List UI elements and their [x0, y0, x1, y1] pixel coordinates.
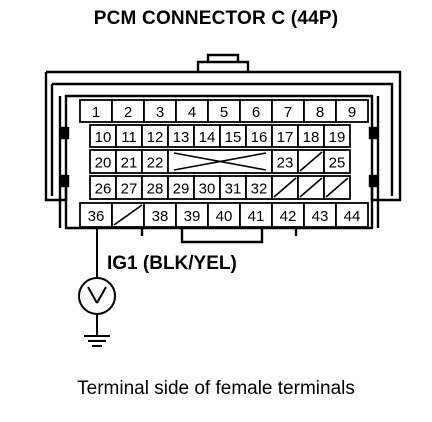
terminal-40: 40 — [207, 202, 241, 228]
svg-text:16: 16 — [251, 129, 268, 146]
svg-text:43: 43 — [312, 208, 329, 225]
terminal-17: 17 — [271, 124, 299, 148]
terminal-3: 3 — [143, 99, 177, 123]
svg-text:12: 12 — [147, 129, 164, 146]
terminal-7: 7 — [271, 99, 305, 123]
connector-housing — [44, 53, 402, 244]
terminal-27: 27 — [115, 175, 143, 200]
terminal-31: 31 — [219, 175, 247, 200]
svg-text:22: 22 — [147, 155, 164, 172]
svg-text:9: 9 — [348, 104, 356, 121]
terminal-empty — [271, 175, 299, 200]
svg-text:38: 38 — [152, 208, 169, 225]
terminal-empty — [323, 175, 351, 200]
svg-text:6: 6 — [252, 104, 260, 121]
terminal-42: 42 — [271, 202, 305, 228]
svg-text:20: 20 — [95, 155, 112, 172]
svg-text:19: 19 — [329, 129, 346, 146]
svg-text:44: 44 — [344, 208, 361, 225]
terminal-empty — [297, 175, 325, 200]
terminal-44: 44 — [335, 202, 369, 228]
terminal-26: 26 — [89, 175, 117, 200]
svg-text:32: 32 — [251, 181, 268, 198]
terminal-43: 43 — [303, 202, 337, 228]
terminal-16: 16 — [245, 124, 273, 148]
terminal-23: 23 — [271, 149, 299, 174]
svg-text:15: 15 — [225, 129, 242, 146]
terminal-18: 18 — [297, 124, 325, 148]
terminal-empty — [111, 202, 145, 228]
svg-text:2: 2 — [124, 104, 132, 121]
svg-text:40: 40 — [216, 208, 233, 225]
diagram-caption: Terminal side of female terminals — [77, 378, 355, 399]
terminal-20: 20 — [89, 149, 117, 174]
terminal-1: 1 — [79, 99, 113, 123]
test-circuit — [78, 228, 116, 347]
svg-text:11: 11 — [121, 129, 137, 146]
svg-text:10: 10 — [95, 129, 112, 146]
terminal-4: 4 — [175, 99, 209, 123]
terminal-28: 28 — [141, 175, 169, 200]
terminal-41: 41 — [239, 202, 273, 228]
svg-text:17: 17 — [277, 129, 294, 146]
svg-text:28: 28 — [147, 181, 164, 198]
terminal-12: 12 — [141, 124, 169, 148]
svg-text:3: 3 — [156, 104, 164, 121]
svg-text:27: 27 — [121, 181, 138, 198]
diagram-title: PCM CONNECTOR C (44P) — [93, 8, 339, 29]
terminal-9: 9 — [335, 99, 369, 123]
svg-text:30: 30 — [199, 181, 216, 198]
svg-text:29: 29 — [173, 181, 190, 198]
svg-text:13: 13 — [173, 129, 190, 146]
svg-text:42: 42 — [280, 208, 297, 225]
svg-text:1: 1 — [92, 104, 100, 121]
terminal-21: 21 — [115, 149, 143, 174]
svg-text:25: 25 — [329, 155, 346, 172]
terminal-36: 36 — [79, 202, 113, 228]
terminal-5: 5 — [207, 99, 241, 123]
svg-text:14: 14 — [199, 129, 216, 146]
svg-text:8: 8 — [316, 104, 324, 121]
terminal-22: 22 — [141, 149, 169, 174]
terminal-38: 38 — [143, 202, 177, 228]
terminal-8: 8 — [303, 99, 337, 123]
terminal-39: 39 — [175, 202, 209, 228]
svg-text:39: 39 — [184, 208, 201, 225]
terminal-11: 11 — [115, 124, 143, 148]
terminal-29: 29 — [167, 175, 195, 200]
svg-text:26: 26 — [95, 181, 112, 198]
svg-text:21: 21 — [121, 155, 138, 172]
svg-text:4: 4 — [188, 104, 196, 121]
svg-text:31: 31 — [225, 181, 242, 198]
terminal-30: 30 — [193, 175, 221, 200]
svg-text:18: 18 — [303, 129, 320, 146]
svg-text:41: 41 — [248, 208, 265, 225]
svg-text:23: 23 — [277, 155, 294, 172]
terminal-empty — [297, 149, 325, 174]
terminal-6: 6 — [239, 99, 273, 123]
terminal-25: 25 — [323, 149, 351, 174]
terminal-13: 13 — [167, 124, 195, 148]
wire-label: IG1 (BLK/YEL) — [107, 253, 237, 274]
svg-text:7: 7 — [284, 104, 292, 121]
svg-text:36: 36 — [88, 208, 105, 225]
terminal-32: 32 — [245, 175, 273, 200]
svg-text:5: 5 — [220, 104, 228, 121]
terminal-14: 14 — [193, 124, 221, 148]
terminal-2: 2 — [111, 99, 145, 123]
terminal-19: 19 — [323, 124, 351, 148]
terminal-10: 10 — [89, 124, 117, 148]
terminal-15: 15 — [219, 124, 247, 148]
